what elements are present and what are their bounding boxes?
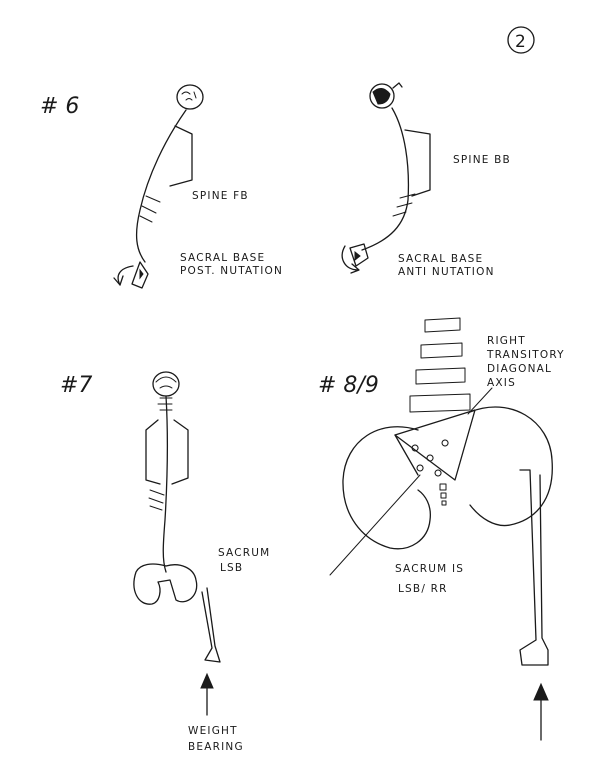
weight-arrow-right (533, 682, 549, 741)
panel-89-number: # 8/9 (318, 373, 379, 398)
sacrum-caption-line1: SACRUM IS (395, 563, 464, 575)
diagonal-axis-line (329, 474, 421, 576)
sacrum-lsb-line2: LSB (220, 562, 243, 574)
weight-bearing-arrow (200, 672, 214, 716)
rotation-arrow-left (117, 265, 134, 286)
skull-right (369, 83, 395, 109)
axis-label-line2: TRANSITORY (486, 349, 565, 361)
skull-left (176, 84, 204, 110)
axis-pointer-line (467, 387, 493, 415)
axis-label-line3: DIAGONAL (487, 363, 552, 375)
page-number-circle: 2 (507, 26, 535, 54)
femur-standing (201, 587, 221, 663)
pelvis-diagram (329, 317, 553, 666)
pelvis-standing (133, 563, 198, 605)
sacrum-right (349, 243, 369, 267)
sacral-base-right-line2: ANTI NUTATION (398, 266, 495, 278)
panel-7-number: #7 (60, 373, 92, 398)
sacral-base-left-line2: POST. NUTATION (180, 265, 283, 277)
spine-bb-figure (341, 82, 431, 274)
left-ilium (342, 426, 431, 550)
page-number: 2 (515, 32, 527, 52)
sacral-base-right-line1: SACRAL BASE (398, 253, 483, 265)
axis-label-line1: RIGHT (487, 335, 526, 347)
sacrum-left (131, 261, 149, 289)
panel-6-number: # 6 (40, 94, 79, 119)
standing-figure (133, 371, 221, 663)
sacrum-triangle (394, 409, 476, 481)
sacrum-lsb-line1: SACRUM (218, 547, 270, 559)
spine-bb-label: SPINE BB (453, 154, 511, 166)
weight-line2: BEARING (188, 741, 244, 753)
axis-label-line4: AXIS (487, 377, 516, 389)
weight-line1: WEIGHT (188, 725, 238, 737)
skull-standing (152, 371, 180, 397)
sacrum-caption-line2: LSB/ RR (398, 583, 448, 595)
sacral-base-left-line1: SACRAL BASE (180, 252, 265, 264)
femur-right (519, 469, 549, 666)
spine-fb-figure (113, 84, 204, 289)
right-ilium (469, 406, 553, 527)
spine-fb-label: SPINE FB (192, 190, 249, 202)
rotation-arrow-right (341, 245, 359, 271)
